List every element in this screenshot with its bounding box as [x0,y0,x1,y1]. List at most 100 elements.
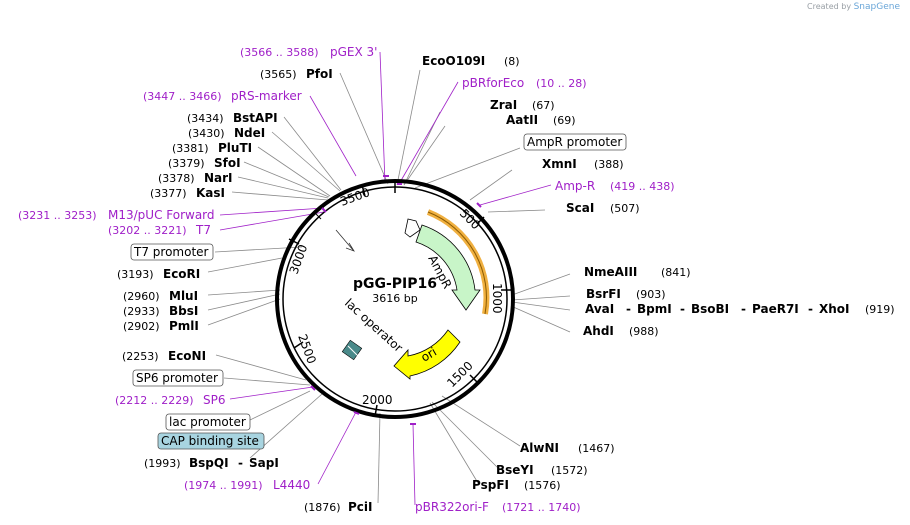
enzyme-pcii-pos: (1876) [304,501,341,514]
primer-pbrforeco: pBRforEco [462,76,524,90]
enzyme-bbsi: BbsI [169,304,198,318]
primer-pbr322ori: pBR322ori-F [415,500,489,514]
enzyme-xmni-pos: (388) [594,158,624,171]
sp6-promoter-label: SP6 promoter [136,371,218,385]
enzyme-ecoo109i-pos: (8) [504,55,520,68]
enzyme-paer7i: PaeR7I [752,302,799,316]
enzyme-avai: AvaI [585,302,614,316]
ampr-feature [415,224,481,311]
cap-site-box [157,432,265,450]
enzyme-alwni: AlwNI [520,441,559,455]
enzyme-nmeaiii: NmeAIII [584,265,637,279]
enzyme-ecoo109i: EcoO109I [422,54,485,68]
enzyme-sapi: SapI [249,456,279,470]
enzyme-zrai: ZraI [490,98,517,112]
primer-sp6-pos: (2212 .. 2229) [115,394,194,407]
ampr-promoter-box [523,133,627,151]
ampr-promoter-arrow [404,218,421,238]
ori-label: ori [419,345,440,365]
enzyme-bsrfi-pos: (903) [636,288,666,301]
snapgene-credit: Created by SnapGene [807,2,900,12]
primer-markers [310,175,482,425]
ticks [288,181,512,417]
enzyme-bspqi: BspQI [189,456,229,470]
plasmid-size: 3616 bp [372,292,417,305]
enzyme-sep-2: - [680,302,685,316]
enzyme-pcii: PciI [348,500,373,514]
enzyme-ndei: NdeI [234,126,265,140]
primer-l4440-pos: (1974 .. 1991) [184,479,263,492]
enzyme-bseyi: BseYI [496,463,534,477]
enzyme-sep-3: - [741,302,746,316]
enzyme-econi: EcoNI [168,349,206,363]
enzyme-pmli-pos: (2902) [123,320,160,333]
t7-arrow-inner [335,229,355,252]
lac-operator-feature [341,339,363,361]
ampr-promoter-label: AmpR promoter [527,135,622,149]
enzyme-xhoi-pos: (919) [865,303,895,316]
enzyme-sep-4: - [808,302,813,316]
enzyme-zrai-pos: (67) [532,99,555,112]
enzyme-aatii-pos: (69) [553,114,576,127]
primer-prs-marker: pRS-marker [231,89,302,103]
primer-t7: T7 [195,223,211,237]
enzyme-bstapi-pos: (3434) [187,112,224,125]
primer-t7-pos: (3202 .. 3221) [108,224,187,237]
primer-pgex3: pGEX 3' [330,45,377,59]
enzyme-ndei-pos: (3430) [188,127,225,140]
primer-sp6: SP6 [203,393,226,407]
enzyme-nari-pos: (3378) [158,172,195,185]
enzyme-ahdi-pos: (988) [629,325,659,338]
enzyme-pspfi: PspFI [472,478,509,492]
enzyme-aatii: AatII [506,113,538,127]
enzyme-bsobi: BsoBI [691,302,729,316]
tick-2000: 2000 [362,393,393,407]
enzyme-pluti: PluTI [218,141,252,155]
enzyme-bspqi-pos: (1993) [144,457,181,470]
enzyme-nmeaiii-pos: (841) [661,266,691,279]
tick-3500: 3500 [338,185,371,209]
enzyme-xmni: XmnI [542,157,577,171]
tick-1500: 1500 [444,359,475,390]
enzyme-kasi: KasI [196,186,225,200]
enzyme-mlui-pos: (2960) [123,290,160,303]
enzyme-pspfi-pos: (1576) [524,479,561,492]
enzyme-kasi-pos: (3377) [150,187,187,200]
lac-promoter-label: lac promoter [169,415,246,429]
enzyme-econi-pos: (2253) [122,350,159,363]
primer-m13-pos: (3231 .. 3253) [18,209,97,222]
primer-pbr322ori-pos: (1721 .. 1740) [502,501,581,514]
t7-promoter-label: T7 promoter [133,245,209,259]
lac-promoter-box [165,413,251,431]
enzyme-scai-pos: (507) [610,202,640,215]
enzyme-sfoi-pos: (3379) [168,157,205,170]
enzyme-ecori: EcoRI [163,267,200,281]
primer-l4440: L4440 [273,478,310,492]
enzyme-alwni-pos: (1467) [578,442,615,455]
enzyme-sfoi: SfoI [214,156,241,170]
ori-feature [393,329,461,380]
primer-amp-r: Amp-R [555,179,595,193]
enzyme-sep-1: - [626,302,631,316]
enzyme-ecori-pos: (3193) [117,268,154,281]
plasmid-name: pGG-PIP16 [353,276,437,292]
enzyme-bpmi: BpmI [637,302,672,316]
ampr-orange-arc-line [427,211,487,315]
primer-prs-marker-pos: (3447 .. 3466) [143,90,222,103]
tick-2500: 2500 [295,332,319,365]
primer-m13: M13/pUC Forward [108,208,215,222]
ecori-mark [315,213,322,220]
enzyme-nari: NarI [204,171,233,185]
sp6-promoter-box [132,369,224,387]
primer-amp-r-pos: (419 .. 438) [610,180,675,193]
enzyme-bsrfi: BsrFI [586,287,621,301]
enzyme-pfoi-pos: (3565) [260,68,297,81]
enzyme-ahdi: AhdI [583,324,614,338]
snapgene-logo: SnapGene [853,2,900,12]
enzyme-bbsi-pos: (2933) [123,305,160,318]
leader-lines [207,69,571,504]
t7-promoter-box [130,243,214,261]
enzyme-scai: ScaI [566,201,594,215]
enzyme-xhoi: XhoI [819,302,850,316]
